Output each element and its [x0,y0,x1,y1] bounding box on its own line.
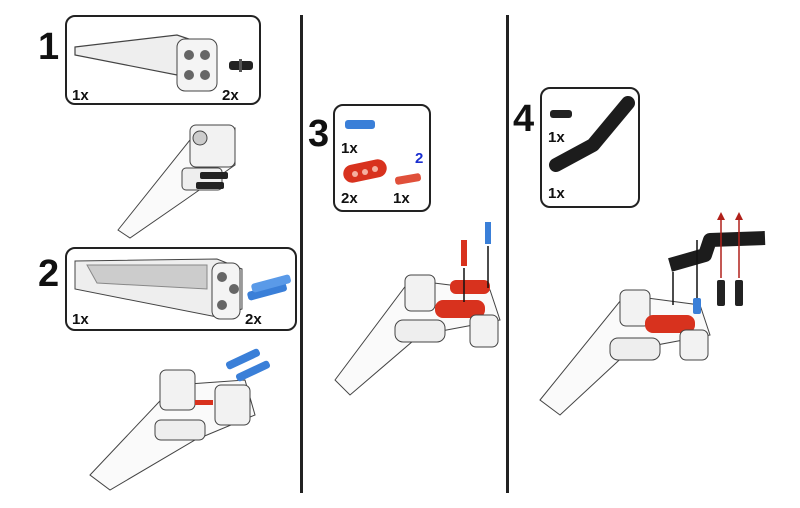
part-quantity: 2x [341,190,358,207]
black-pin-icon [550,110,572,118]
part-quantity: 1x [393,190,410,207]
sub-count: 2 [415,150,424,167]
step-4-assembly-illustration [539,212,766,416]
step-number-2: 2 [38,253,60,295]
part-quantity: 1x [72,87,89,104]
step-3-assembly-illustration [334,222,501,396]
parts-callout-step-3: 1x 2 2x 1x [333,104,431,212]
blue-axle-pin-icon [247,274,291,301]
red-beam-icon [343,159,387,183]
black-pin-icon [229,59,253,72]
column-divider [300,15,303,493]
part-quantity: 1x [548,185,565,202]
part-quantity: 2x [222,87,239,104]
step-1-assembly-illustration [117,124,236,239]
part-quantity: 2x [245,311,262,328]
step-2-assembly-illustration [89,348,271,491]
step-number-1: 1 [38,26,60,68]
part-quantity: 1x [72,311,89,328]
column-divider [506,15,509,493]
parts-callout-step-2: 1x 2x [65,247,297,331]
white-panel-part-icon [74,34,218,92]
part-quantity: 1x [548,129,565,146]
parts-callout-step-4: 1x 1x [540,87,640,208]
part-quantity: 1x [341,140,358,157]
step-number-3: 3 [308,113,330,155]
step-number-4: 4 [513,98,535,140]
parts-callout-step-1: 1x 2x [65,15,261,105]
black-bent-beam-icon [549,96,635,172]
red-axle-pin-icon [394,173,422,185]
blue-axle-pin-icon [345,120,375,129]
white-printed-panel-part-icon [74,258,243,320]
